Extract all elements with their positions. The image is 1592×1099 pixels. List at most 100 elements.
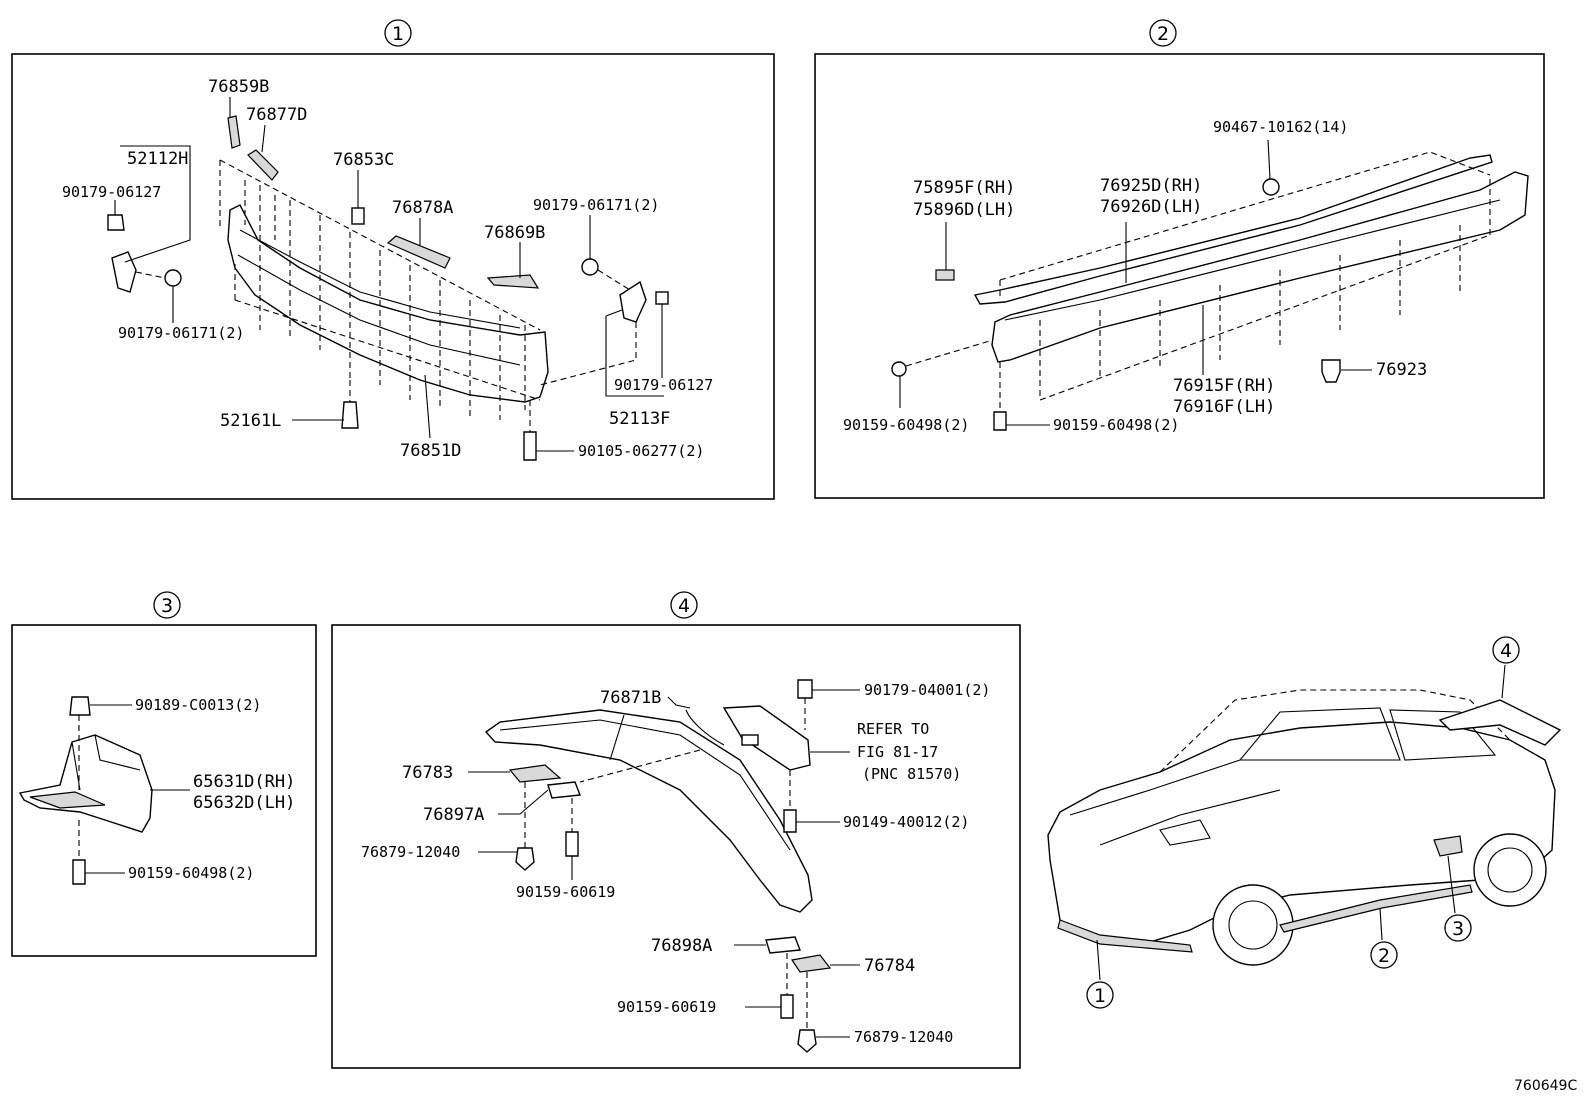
part-90179-06171-left-shape	[164, 269, 182, 287]
rocker-moulding-shape	[991, 171, 1529, 363]
label-76915F: 76915F(RH)	[1173, 376, 1275, 396]
label-90159-a: 90159-60619	[516, 883, 615, 901]
label-76783: 76783	[402, 763, 453, 783]
mudflap-shade	[29, 791, 106, 809]
pad-dash	[524, 749, 701, 848]
label-refer-1: REFER TO	[857, 720, 929, 738]
part-90179-06127-b-shape	[655, 291, 669, 305]
panel-3-badge	[153, 591, 181, 619]
spoiler-edge-line	[239, 229, 521, 329]
label-52113F: 52113F	[609, 409, 670, 429]
part-90179-04001-shape	[797, 679, 813, 699]
label-90467: 90467-10162(14)	[1213, 118, 1348, 136]
lamp-dash	[789, 698, 806, 810]
label-refer-3: (PNC 81570)	[862, 765, 961, 783]
callout-4-line	[1501, 664, 1506, 699]
part-76869B-shape	[486, 274, 540, 289]
pad-dash-2	[786, 953, 808, 1030]
label-90179-04001: 90179-04001(2)	[864, 681, 990, 699]
part-76784-shape	[790, 954, 832, 973]
rocker-line	[1004, 199, 1501, 321]
label-75895F: 75895F(RH)	[913, 178, 1015, 198]
lamp-connector	[741, 734, 759, 746]
callout-3-badge	[1444, 914, 1472, 942]
callout-2: 2	[1378, 945, 1390, 967]
label-76877D: 76877D	[246, 105, 307, 125]
panel-2-number: 2	[1157, 23, 1169, 45]
rear-spoiler-shape	[484, 709, 813, 913]
car-front-window	[1238, 707, 1401, 761]
label-refer-2: FIG 81-17	[857, 743, 938, 761]
panel-3-frame	[11, 624, 317, 957]
car-rear-spoiler	[1438, 699, 1562, 746]
part-52113F-shape	[619, 280, 647, 323]
part-76923-shape	[1321, 359, 1341, 383]
label-76879-b: 76879-12040	[854, 1028, 953, 1046]
part-76879-a-shape	[515, 847, 535, 871]
part-90179-06171-top-shape	[581, 258, 599, 276]
part-75895F-shape	[935, 269, 955, 281]
part-90149-shape	[783, 809, 797, 833]
label-76923: 76923	[1376, 360, 1427, 380]
part-76853C-shape	[351, 207, 365, 225]
label-76851D: 76851D	[400, 441, 461, 461]
leader-76897A	[498, 789, 549, 815]
label-76925D: 76925D(RH)	[1100, 176, 1202, 196]
label-90179-06171-top: 90179-06171(2)	[533, 196, 659, 214]
mudflap-lines	[71, 734, 141, 791]
label-76853C: 76853C	[333, 150, 394, 170]
part-76879-b-shape	[797, 1029, 817, 1053]
label-76871B: 76871B	[600, 688, 661, 708]
panel-4-frame	[331, 624, 1021, 1069]
label-75896D: 75896D(LH)	[913, 200, 1015, 220]
right-clip-dash	[539, 269, 637, 386]
label-65631D: 65631D(RH)	[193, 772, 295, 792]
panel-2: 2 90467-10162(14) 75895F(RH) 75896D(LH) …	[814, 19, 1545, 499]
car-overview: 1 2 3 4	[1047, 636, 1562, 1009]
label-90159-b: 90159-60498(2)	[1053, 416, 1179, 434]
car-rear-wheel-inner	[1487, 847, 1533, 893]
callout-4-badge	[1492, 636, 1520, 664]
part-90105-06277-shape	[523, 431, 537, 461]
label-90179-06127-a: 90179-06127	[62, 183, 161, 201]
leader-52113F	[605, 309, 664, 397]
panel-4: 4	[331, 591, 1021, 1069]
car-rear-wheel	[1473, 833, 1547, 907]
spoiler-inner-line	[499, 719, 791, 851]
panel-3-number: 3	[161, 595, 173, 617]
label-52161L: 52161L	[220, 411, 281, 431]
part-52112H-shape	[111, 251, 137, 293]
label-76784: 76784	[864, 956, 915, 976]
label-76898A: 76898A	[651, 936, 712, 956]
part-76859B-shape	[227, 115, 241, 149]
panel-4-number: 4	[678, 595, 690, 617]
label-52112H: 52112H	[127, 149, 188, 169]
callout-1-line	[1096, 939, 1101, 981]
panel-2-frame	[814, 53, 1545, 499]
part-90159-60619-b-shape	[780, 994, 794, 1019]
label-76878A: 76878A	[392, 198, 453, 218]
part-90179-06127-a-shape	[107, 214, 125, 231]
panel-4-badge	[670, 591, 698, 619]
label-76926D: 76926D(LH)	[1100, 197, 1202, 217]
part-76898A-shape	[765, 936, 801, 954]
part-90159-b-shape	[993, 411, 1007, 431]
label-76897A: 76897A	[423, 805, 484, 825]
leader-76877D	[261, 124, 266, 153]
car-body-shape	[1047, 721, 1556, 946]
callout-4: 4	[1500, 640, 1512, 662]
rocker-dashed-outline	[999, 151, 1491, 401]
leader-90467	[1267, 139, 1271, 180]
callout-1-badge	[1086, 981, 1114, 1009]
label-90159-b: 90159-60619	[617, 998, 716, 1016]
car-mudflap	[1433, 835, 1463, 857]
lamp-wire	[685, 709, 725, 746]
leader-76851D	[424, 374, 431, 439]
left-clip-dash	[135, 271, 166, 279]
car-front-spoiler	[1057, 919, 1193, 953]
callout-3-line	[1447, 855, 1456, 914]
label-65632D: 65632D(LH)	[193, 793, 295, 813]
front-spoiler-shape	[227, 204, 549, 403]
label-90189: 90189-C0013(2)	[135, 696, 261, 714]
screw-dashes	[905, 339, 1001, 412]
